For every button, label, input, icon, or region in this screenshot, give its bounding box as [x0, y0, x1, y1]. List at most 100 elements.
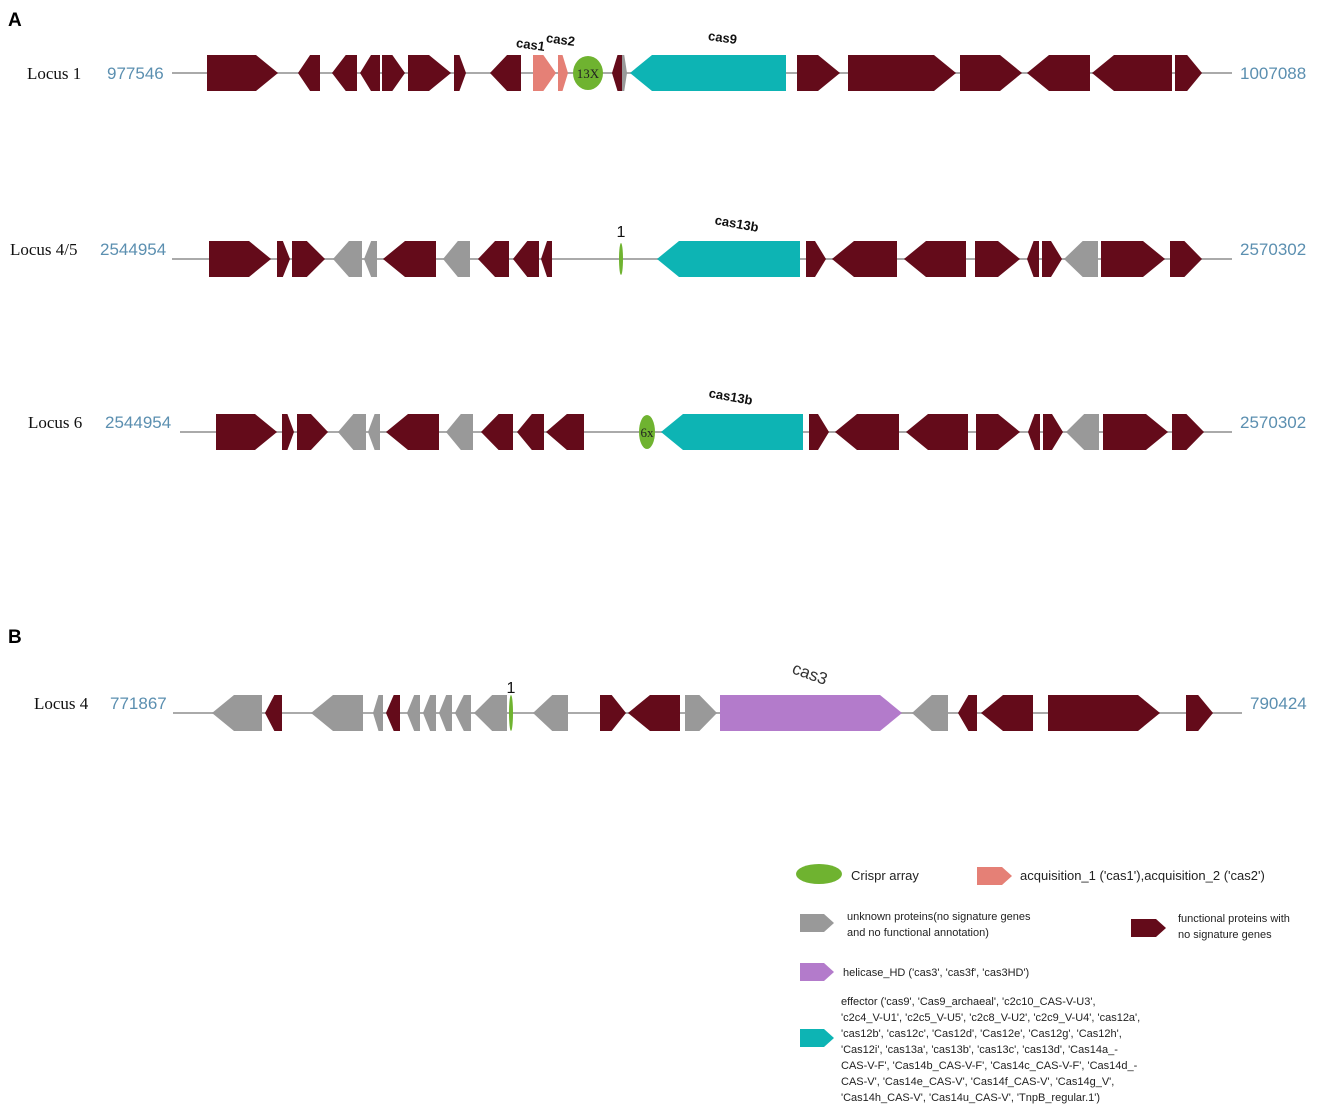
functional-gene-arrow — [904, 241, 966, 277]
functional-gene-arrow — [612, 55, 622, 91]
locus-start-coordinate: 2544954 — [105, 413, 171, 432]
legend-unknown-proteins: unknown proteins(no signature genes and … — [800, 911, 1031, 939]
functional-gene-arrow — [517, 414, 544, 450]
locus-row-6: Locus 6 2544954 2570302 6x cas13b — [28, 385, 1306, 450]
locus-name: Locus 4 — [34, 694, 89, 713]
functional-gene-arrow — [1170, 241, 1202, 277]
functional-gene-arrow — [478, 241, 509, 277]
unknown-gene-arrow — [622, 55, 627, 91]
functional-gene-arrow — [832, 241, 897, 277]
locus-end-coordinate: 2570302 — [1240, 413, 1306, 432]
unknown-gene-arrow — [212, 695, 262, 731]
functional-gene-arrow — [1186, 695, 1213, 731]
functional-gene-arrow — [265, 695, 282, 731]
functional-gene-arrow — [806, 241, 826, 277]
functional-gene-arrow — [797, 55, 840, 91]
unknown-gene-arrow — [407, 695, 420, 731]
legend-unknown-label-line-1: unknown proteins(no signature genes — [847, 911, 1031, 923]
functional-gene-arrow — [1027, 55, 1090, 91]
legend-functional-label-line-1: functional proteins with — [1178, 913, 1290, 925]
functional-gene-arrow — [408, 55, 451, 91]
legend-effector-line-1: effector ('cas9', 'Cas9_archaeal', 'c2c1… — [841, 996, 1096, 1008]
crispr-array-count: 6x — [641, 425, 655, 440]
functional-gene-arrow — [809, 414, 829, 450]
gene-name-label: cas1 — [515, 35, 546, 54]
locus-end-coordinate: 790424 — [1250, 694, 1307, 713]
legend-helicase-label: helicase_HD ('cas3', 'cas3f', 'cas3HD') — [843, 967, 1029, 979]
functional-protein-swatch — [1131, 919, 1166, 937]
legend-crispr-array: Crispr array — [796, 864, 919, 884]
unknown-gene-arrow — [338, 414, 366, 450]
effector-gene-arrow — [630, 55, 786, 91]
locus-name: Locus 6 — [28, 413, 82, 432]
effector-gene-arrow — [657, 241, 800, 277]
functional-gene-arrow — [360, 55, 380, 91]
gene-name-label: cas9 — [707, 28, 738, 47]
functional-gene-arrow — [1172, 414, 1204, 450]
locus-start-coordinate: 771867 — [110, 694, 167, 713]
functional-gene-arrow — [1048, 695, 1160, 731]
legend-effector-line-5: CAS-V-F', 'Cas14b_CAS-V-F', 'Cas14c_CAS-… — [841, 1060, 1138, 1072]
functional-gene-arrow — [541, 241, 552, 277]
legend-helicase: helicase_HD ('cas3', 'cas3f', 'cas3HD') — [800, 963, 1029, 981]
functional-gene-arrow — [628, 695, 680, 731]
functional-gene-arrow — [209, 241, 271, 277]
unknown-gene-arrow — [443, 241, 470, 277]
legend-effector-line-4: 'Cas12i', 'cas13a', 'cas13b', 'cas13c', … — [841, 1044, 1118, 1056]
functional-gene-arrow — [282, 414, 294, 450]
legend-effector-line-7: 'Cas14h_CAS-V', 'Cas14u_CAS-V', 'TnpB_re… — [841, 1092, 1100, 1104]
functional-gene-arrow — [1028, 414, 1040, 450]
crispr-array — [573, 56, 603, 90]
locus-start-coordinate: 2544954 — [100, 240, 166, 259]
functional-gene-arrow — [332, 55, 357, 91]
functional-gene-arrow — [1101, 241, 1165, 277]
legend-effector: effector ('cas9', 'Cas9_archaeal', 'c2c1… — [800, 996, 1140, 1104]
unknown-gene-arrow — [446, 414, 473, 450]
functional-gene-arrow — [383, 241, 436, 277]
crispr-array-count: 13X — [577, 66, 600, 81]
crispr-array-count: 1 — [617, 224, 626, 241]
unknown-gene-arrow — [455, 695, 471, 731]
acquisition-gene-arrow — [558, 55, 568, 91]
functional-gene-arrow — [490, 55, 521, 91]
unknown-gene-arrow — [423, 695, 436, 731]
unknown-gene-arrow — [1066, 414, 1099, 450]
functional-gene-arrow — [958, 695, 977, 731]
legend-acquisition: acquisition_1 ('cas1'),acquisition_2 ('c… — [977, 867, 1265, 885]
helicase-gene-arrow — [720, 695, 902, 731]
unknown-gene-arrow — [533, 695, 568, 731]
unknown-gene-arrow — [474, 695, 507, 731]
functional-gene-arrow — [848, 55, 956, 91]
crispr-array — [619, 243, 623, 275]
functional-gene-arrow — [1027, 241, 1039, 277]
functional-gene-arrow — [1092, 55, 1172, 91]
functional-gene-arrow — [382, 55, 405, 91]
acquisition-swatch — [977, 867, 1012, 885]
functional-gene-arrow — [298, 55, 320, 91]
functional-gene-arrow — [1103, 414, 1168, 450]
unknown-protein-swatch — [800, 914, 834, 932]
crispr-array — [509, 695, 513, 731]
legend-unknown-label-line-2: and no functional annotation) — [847, 927, 989, 939]
unknown-gene-arrow — [311, 695, 363, 731]
functional-gene-arrow — [513, 241, 539, 277]
locus-start-coordinate: 977546 — [107, 64, 164, 83]
functional-gene-arrow — [207, 55, 278, 91]
functional-gene-arrow — [976, 414, 1020, 450]
functional-gene-arrow — [1042, 241, 1062, 277]
gene-name-label: cas13b — [708, 385, 754, 407]
functional-gene-arrow — [960, 55, 1022, 91]
functional-gene-arrow — [297, 414, 328, 450]
functional-gene-arrow — [454, 55, 466, 91]
legend-functional-proteins: functional proteins with no signature ge… — [1131, 913, 1290, 941]
unknown-gene-arrow — [439, 695, 452, 731]
legend-effector-line-3: 'cas12b', 'cas12c', 'Cas12d', 'Cas12e', … — [841, 1028, 1122, 1040]
effector-gene-arrow — [661, 414, 803, 450]
functional-gene-arrow — [1043, 414, 1063, 450]
legend-functional-label-line-2: no signature genes — [1178, 929, 1272, 941]
crispr-array-count: 1 — [507, 680, 516, 697]
functional-gene-arrow — [481, 414, 513, 450]
